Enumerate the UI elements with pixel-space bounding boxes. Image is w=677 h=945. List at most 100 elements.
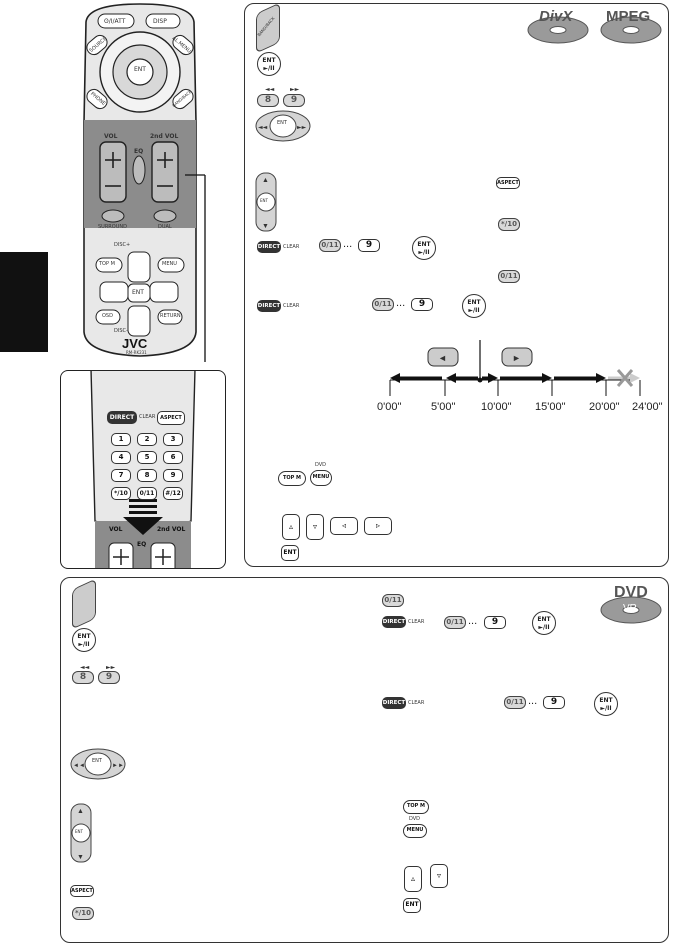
key-zero11-6[interactable]: 0/11 <box>504 696 526 709</box>
key-zero11-2[interactable]: 0/11 <box>498 270 520 283</box>
ent-center-button[interactable]: ENT <box>134 66 146 73</box>
key-9-2[interactable]: 9 <box>411 298 433 311</box>
key-hash12[interactable]: #/12 <box>163 487 183 500</box>
svg-text:▼: ▼ <box>262 223 269 230</box>
key-4[interactable]: 4 <box>111 451 131 464</box>
remote-body-graphic <box>83 3 197 357</box>
skip-dial[interactable]: ◄◄►► ENT <box>255 110 311 142</box>
direct-button-4[interactable]: DIRECT <box>382 697 406 709</box>
top-m-button-2[interactable]: TOP M <box>403 800 429 814</box>
mpeg-disc-logo: MPEG <box>600 8 662 44</box>
up-button-1[interactable]: ▵ <box>282 514 300 540</box>
ent-play-button-5[interactable]: ENT►/II <box>532 611 556 635</box>
ellipsis-2: ... <box>396 297 406 309</box>
svg-text:▲: ▲ <box>262 177 269 184</box>
skip-dial-ent: ENT <box>277 120 287 126</box>
up-button-2[interactable]: ▵ <box>404 866 422 892</box>
key-star10[interactable]: */10 <box>111 487 131 500</box>
skip-dial-2[interactable]: ◄◄ ►► ENT <box>70 748 126 780</box>
remote-control: ʘ/I/ATT DISP SOURCE AL.MENU ENT PHONE BA… <box>78 2 202 358</box>
aspect-button-2[interactable]: ASPECT <box>70 885 94 897</box>
mpeg-logo-text: MPEG <box>606 8 651 25</box>
key-star10-2[interactable]: */10 <box>72 907 94 920</box>
skip-dial-2-ent: ENT <box>92 758 102 764</box>
down-button-2[interactable]: ▿ <box>430 864 448 888</box>
divx-mpeg-panel <box>244 3 669 567</box>
tick-10: 10'00" <box>481 401 512 413</box>
svg-text:►►: ►► <box>297 124 307 131</box>
key-5[interactable]: 5 <box>137 451 157 464</box>
dvd-logo-text: DVD <box>614 584 648 601</box>
down-button-1[interactable]: ▿ <box>306 514 324 540</box>
ellipsis-3: ... <box>468 615 478 627</box>
vr-logo-text: VR <box>623 603 637 614</box>
jvc-logo: JVC <box>122 336 148 351</box>
zoom-vol2-label: 2nd VOL <box>157 526 186 533</box>
zoom-vol-label: VOL <box>109 526 123 533</box>
key-9-button[interactable]: 9 <box>283 94 305 107</box>
aspect-button-1[interactable]: ASPECT <box>496 177 520 189</box>
divx-disc-logo: DivX <box>527 8 589 44</box>
zoom-clear-label: CLEAR <box>139 414 156 420</box>
dvd-label-2: DVD <box>409 816 421 822</box>
svg-text:►►: ►► <box>112 763 124 769</box>
key-7[interactable]: 7 <box>111 469 131 482</box>
ffwd-icon-2: ►► <box>106 664 116 671</box>
top-m-button[interactable]: TOP M <box>99 261 115 267</box>
direct-button-1[interactable]: DIRECT <box>257 241 281 253</box>
menu-button-2[interactable]: MENU <box>403 824 427 838</box>
direct-button-2[interactable]: DIRECT <box>257 300 281 312</box>
key-8-button-2[interactable]: 8 <box>72 671 94 684</box>
tick-0: 0'00" <box>377 401 402 413</box>
key-8-button[interactable]: 8 <box>257 94 279 107</box>
key-zero11-5[interactable]: 0/11 <box>444 616 466 629</box>
key-9-4[interactable]: 9 <box>543 696 565 709</box>
zoom-direct-button[interactable]: DIRECT <box>107 411 137 424</box>
left-button-1[interactable]: ◃ <box>330 517 358 535</box>
ent-play-button-1[interactable]: ENT►/II <box>257 52 281 76</box>
disp-button[interactable]: DISP <box>153 18 167 25</box>
key-8[interactable]: 8 <box>137 469 157 482</box>
ent-button-2[interactable]: ENT <box>403 898 421 913</box>
key-9-button-2[interactable]: 9 <box>98 671 120 684</box>
disc-plus-label: DISC+ <box>114 242 131 248</box>
up-down-pad[interactable]: ▲▼ ENT <box>255 172 277 232</box>
dvd-label-1: DVD <box>315 462 327 468</box>
return-button[interactable]: RETURN <box>160 313 181 319</box>
up-down-pad-2[interactable]: ▲▼ ENT <box>70 803 92 863</box>
direct-button-3[interactable]: DIRECT <box>382 616 406 628</box>
disc-minus-label: DISC– <box>114 328 129 334</box>
key-zero11-1[interactable]: 0/11 <box>319 239 341 252</box>
remote-ent-button[interactable]: ENT <box>132 289 144 296</box>
key-9[interactable]: 9 <box>163 469 183 482</box>
dvd-menu-button[interactable]: MENU <box>162 261 177 267</box>
att-button[interactable]: ʘ/I/ATT <box>104 18 126 25</box>
ent-play-button-2[interactable]: ENT►/II <box>412 236 436 260</box>
key-zero11[interactable]: 0/11 <box>137 487 157 500</box>
dvd-vr-disc-logo: DVD VR <box>600 584 662 624</box>
ent-play-button-3[interactable]: ENT►/II <box>462 294 486 318</box>
svg-text:◄◄: ◄◄ <box>73 763 85 769</box>
ellipsis-1: ... <box>343 238 353 250</box>
key-6[interactable]: 6 <box>163 451 183 464</box>
key-zero11-4[interactable]: 0/11 <box>382 594 404 607</box>
zoom-aspect-button[interactable]: ASPECT <box>157 411 185 425</box>
key-9-1[interactable]: 9 <box>358 239 380 252</box>
key-3[interactable]: 3 <box>163 433 183 446</box>
key-1[interactable]: 1 <box>111 433 131 446</box>
ent-button-1[interactable]: ENT <box>281 545 299 561</box>
right-button-1[interactable]: ▹ <box>364 517 392 535</box>
key-star10-1[interactable]: */10 <box>498 218 520 231</box>
svg-text:◄: ◄ <box>438 353 447 363</box>
menu-button-1[interactable]: MENU <box>310 470 332 486</box>
ent-play-button-4[interactable]: ENT►/II <box>72 628 96 652</box>
ent-play-button-6[interactable]: ENT►/II <box>594 692 618 716</box>
key-9-3[interactable]: 9 <box>484 616 506 629</box>
top-m-button-1[interactable]: TOP M <box>278 471 306 486</box>
tick-5: 5'00" <box>431 401 456 413</box>
osd-button[interactable]: OSD <box>102 313 113 319</box>
key-zero11-3[interactable]: 0/11 <box>372 298 394 311</box>
key-2[interactable]: 2 <box>137 433 157 446</box>
rewind-icon: ◄◄ <box>265 86 275 93</box>
eq-label: EQ <box>134 148 144 155</box>
